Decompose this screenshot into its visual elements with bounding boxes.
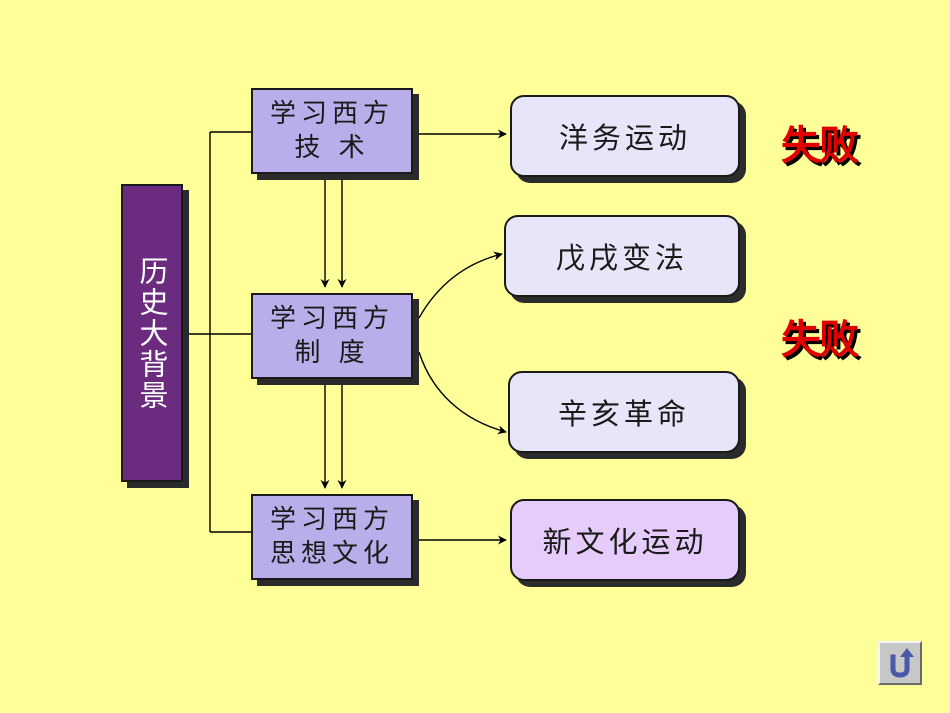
xinhai-revolution-box: 辛亥革命: [508, 371, 740, 453]
stage-system-box: 学习西方 制 度: [251, 293, 413, 379]
stage-system-line1: 学习西方: [269, 304, 394, 334]
xinhai-revolution-label: 辛亥革命: [557, 397, 690, 431]
failure-label-top: 失败: [781, 122, 859, 169]
stage-technology-box: 学习西方 技 术: [251, 88, 413, 174]
stage-technology-line1: 学习西方: [269, 99, 394, 129]
return-button[interactable]: [878, 641, 922, 685]
new-culture-movement-box: 新文化运动: [510, 499, 740, 581]
stage-culture-box: 学习西方 思想文化: [251, 494, 413, 580]
stage-system-line2: 制 度: [294, 338, 370, 368]
hundred-days-reform-label: 戊戌变法: [555, 241, 688, 275]
stage-technology-line2: 技 术: [294, 133, 370, 163]
return-arrow-icon: [890, 648, 914, 678]
stage-culture-line1: 学习西方: [269, 505, 394, 535]
failure-label-middle: 失败: [781, 316, 859, 363]
westernization-movement-label: 洋务运动: [558, 121, 691, 155]
historical-background-box: 历史大背景: [121, 184, 183, 482]
hundred-days-reform-box: 戊戌变法: [504, 215, 740, 297]
new-culture-movement-label: 新文化运动: [542, 525, 708, 559]
stage-culture-line2: 思想文化: [269, 539, 394, 569]
historical-background-label: 历史大背景: [135, 255, 169, 411]
westernization-movement-box: 洋务运动: [510, 95, 740, 177]
arrow-to-revolution: [418, 351, 507, 435]
arrow-to-reform: [418, 251, 503, 319]
